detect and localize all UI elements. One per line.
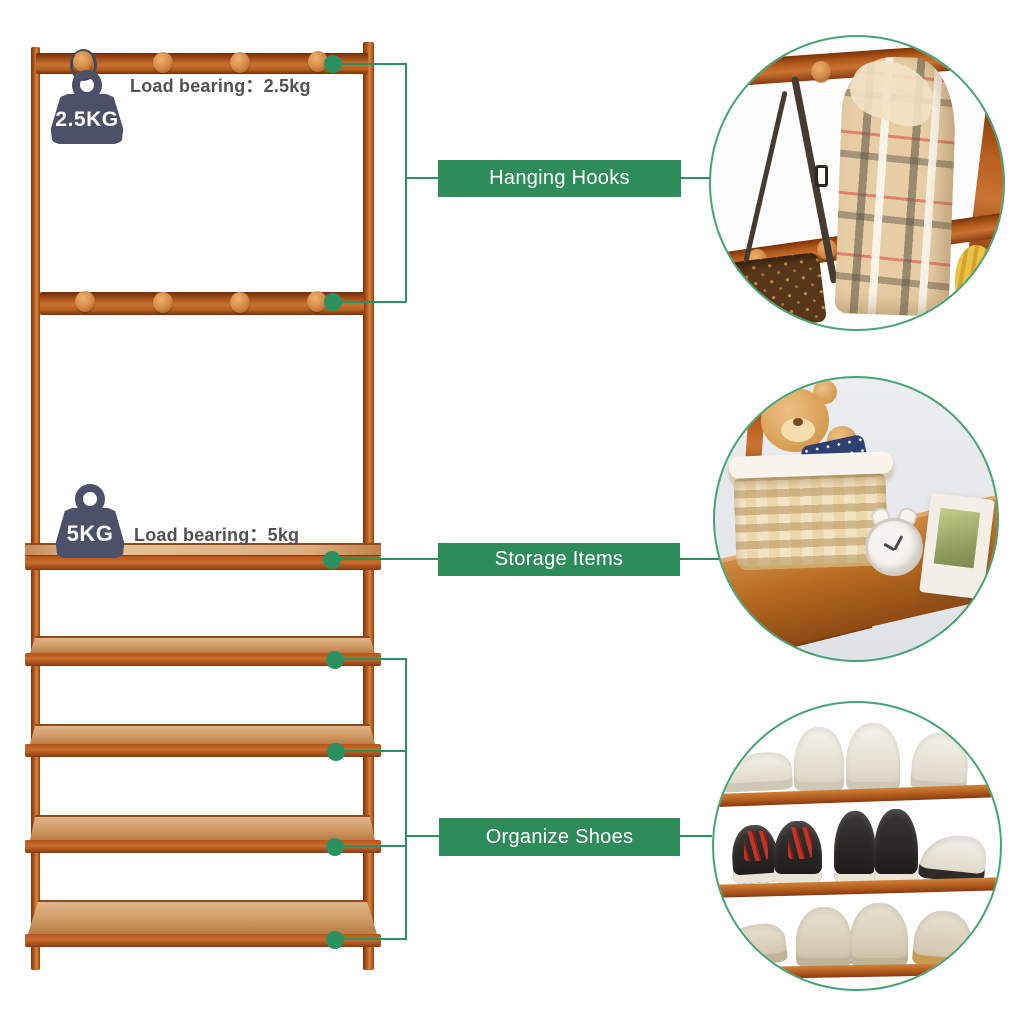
hook-peg	[153, 292, 173, 313]
callout-dot-shelf	[326, 651, 344, 669]
photo-circle-storage-items	[713, 376, 999, 662]
callout-dot-shelf	[326, 931, 344, 949]
photo-hook-peg	[811, 61, 831, 82]
red-shoelaces	[788, 827, 812, 859]
sneaker-photo	[917, 831, 989, 885]
callout-bracket-vertical	[405, 63, 407, 303]
yellow-scrunchie	[955, 245, 999, 317]
callout-dot-bench	[323, 551, 341, 569]
shoe-shelf-rail	[25, 653, 381, 666]
callout-line	[406, 177, 438, 179]
callout-line	[342, 938, 407, 940]
shoe-shelf-rail	[25, 934, 381, 947]
hook-peg	[75, 291, 95, 312]
callout-dot-middle-bar	[324, 293, 342, 311]
shoe-shelf-surface	[30, 636, 375, 653]
photo-shoe-shelf	[714, 962, 1000, 980]
sneaker-photo	[794, 727, 844, 791]
hook-peg	[307, 291, 327, 312]
sneaker-photo	[796, 907, 852, 967]
callout-label-storage-items: Storage Items	[438, 543, 680, 576]
callout-line	[340, 63, 407, 65]
rack-middle-hook-bar	[40, 292, 364, 315]
photo-circle-organize-shoes	[712, 701, 1002, 991]
callout-line	[343, 750, 407, 752]
strap-buckle	[815, 165, 828, 187]
woven-storage-basket	[733, 473, 889, 571]
weight-icon-2-5kg: 2.5KG	[50, 70, 124, 144]
shoe-shelf-surface	[30, 815, 375, 840]
callout-line	[681, 177, 711, 179]
callout-line	[342, 845, 407, 847]
callout-line	[680, 558, 725, 560]
rack-top-hook-bar	[36, 53, 368, 74]
sneaker-photo	[846, 723, 900, 791]
shoe-shelf-rail	[25, 840, 381, 853]
hightop-sneaker-photo	[834, 811, 876, 883]
callout-line	[339, 558, 438, 560]
callout-bracket-vertical	[405, 658, 407, 940]
callout-label-hanging-hooks: Hanging Hooks	[438, 160, 681, 197]
sneaker-photo	[911, 908, 975, 970]
weight-body	[50, 94, 124, 144]
callout-dot-top-bar	[324, 55, 342, 73]
sneaker-photo	[719, 751, 793, 793]
load-bearing-text-storage: Load bearing：5kg	[134, 525, 300, 545]
load-bearing-text-hooks: Load bearing：2.5kg	[130, 76, 311, 96]
hightop-sneaker-photo	[874, 809, 918, 883]
weight-badge-label: 5KG	[66, 521, 114, 546]
sneaker-photo	[714, 921, 788, 969]
hook-peg	[308, 51, 328, 72]
rack-left-post	[31, 47, 40, 970]
shoe-shelf-surface	[28, 900, 377, 934]
hook-peg	[230, 52, 250, 73]
weight-icon-5kg: 5KG	[55, 484, 125, 558]
shoe-shelf-surface	[30, 724, 375, 744]
storage-bench-rail	[25, 556, 381, 570]
hook-peg	[230, 292, 250, 313]
callout-dot-shelf	[326, 838, 344, 856]
callout-dot-shelf	[327, 743, 345, 761]
picture-frame-photo	[933, 507, 981, 569]
rack-right-post	[363, 42, 374, 970]
sneaker-photo	[910, 731, 970, 793]
weight-badge-label: 2.5KG	[55, 108, 119, 131]
teddy-bear-nose	[793, 418, 803, 426]
callout-line	[679, 835, 712, 837]
hook-peg	[153, 52, 173, 73]
callout-label-organize-shoes: Organize Shoes	[439, 818, 680, 856]
shoe-shelf-rail	[25, 744, 381, 757]
weight-body	[55, 508, 125, 558]
callout-line	[406, 835, 440, 837]
sneaker-photo	[850, 903, 908, 967]
callout-line	[341, 301, 407, 303]
monogram-purse	[729, 251, 827, 329]
photo-right-post	[966, 95, 1003, 269]
red-shoelaces	[744, 831, 768, 861]
bag-strap	[743, 90, 788, 263]
photo-circle-hanging-hooks	[709, 35, 1005, 331]
callout-line	[342, 658, 407, 660]
hook-peg	[73, 51, 93, 72]
